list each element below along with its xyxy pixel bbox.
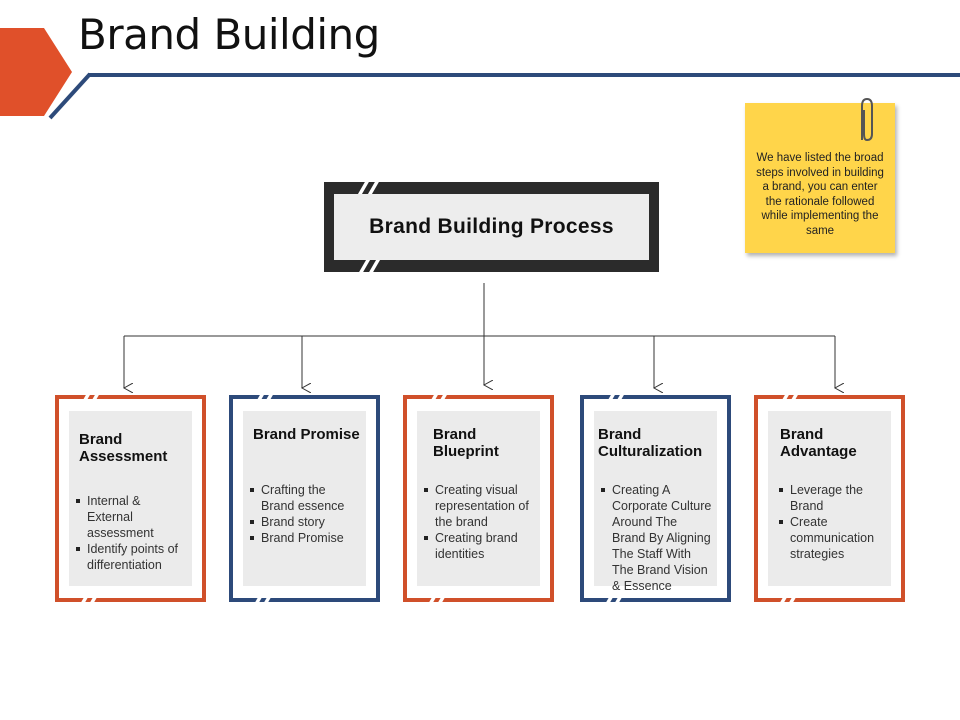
list-item: Create communication strategies (779, 514, 887, 562)
card-brand-advantage: Brand Advantage Leverage the Brand Creat… (754, 393, 905, 606)
card-inner: Brand Assessment Internal & External ass… (69, 411, 192, 586)
list-item: Brand story (250, 514, 362, 530)
list-item: Internal & External assessment (76, 493, 188, 541)
header-diagonal-line (48, 72, 92, 120)
card-title: Brand Culturalization (598, 426, 703, 460)
page-title: Brand Building (78, 10, 380, 59)
list-item: Creating A Corporate Culture Around The … (601, 483, 712, 593)
root-node-label: Brand Building Process (334, 194, 649, 260)
card-title: Brand Advantage (780, 426, 857, 460)
card-brand-blueprint: Brand Blueprint Creating visual represen… (403, 393, 554, 606)
list-item: Brand Promise (250, 530, 362, 546)
header-decoration (0, 28, 960, 120)
card-title: Brand Blueprint (433, 426, 499, 460)
card-bullets: Creating visual representation of the br… (424, 482, 536, 562)
card-inner: Brand Culturalization Creating A Corpora… (594, 411, 717, 593)
card-bullets: Leverage the Brand Create communication … (779, 482, 887, 562)
card-brand-assessment: Brand Assessment Internal & External ass… (55, 393, 206, 606)
header-hexagon-accent (0, 28, 72, 116)
list-item: Crafting the Brand essence (250, 482, 362, 514)
list-item: Creating visual representation of the br… (424, 482, 536, 530)
root-node: Brand Building Process (324, 180, 659, 274)
card-title: Brand Assessment (79, 431, 168, 465)
sticky-note: We have listed the broad steps involved … (745, 103, 895, 253)
card-inner: Brand Advantage Leverage the Brand Creat… (768, 411, 891, 586)
card-brand-promise: Brand Promise Crafting the Brand essence… (229, 393, 380, 606)
list-item: Leverage the Brand (779, 482, 887, 514)
card-bullets: Crafting the Brand essence Brand story B… (250, 482, 362, 546)
card-brand-culturalization: Brand Culturalization Creating A Corpora… (580, 393, 731, 606)
card-bullets: Creating A Corporate Culture Around The … (601, 482, 713, 594)
card-bullets: Internal & External assessment Identify … (76, 493, 188, 573)
list-item: Creating brand identities (424, 530, 536, 562)
card-inner: Brand Promise Crafting the Brand essence… (243, 411, 366, 586)
list-item: Identify points of differentiation (76, 541, 188, 573)
paperclip-icon (861, 97, 873, 142)
sticky-note-text: We have listed the broad steps involved … (756, 152, 884, 237)
card-title: Brand Promise (253, 426, 360, 443)
card-inner: Brand Blueprint Creating visual represen… (417, 411, 540, 586)
